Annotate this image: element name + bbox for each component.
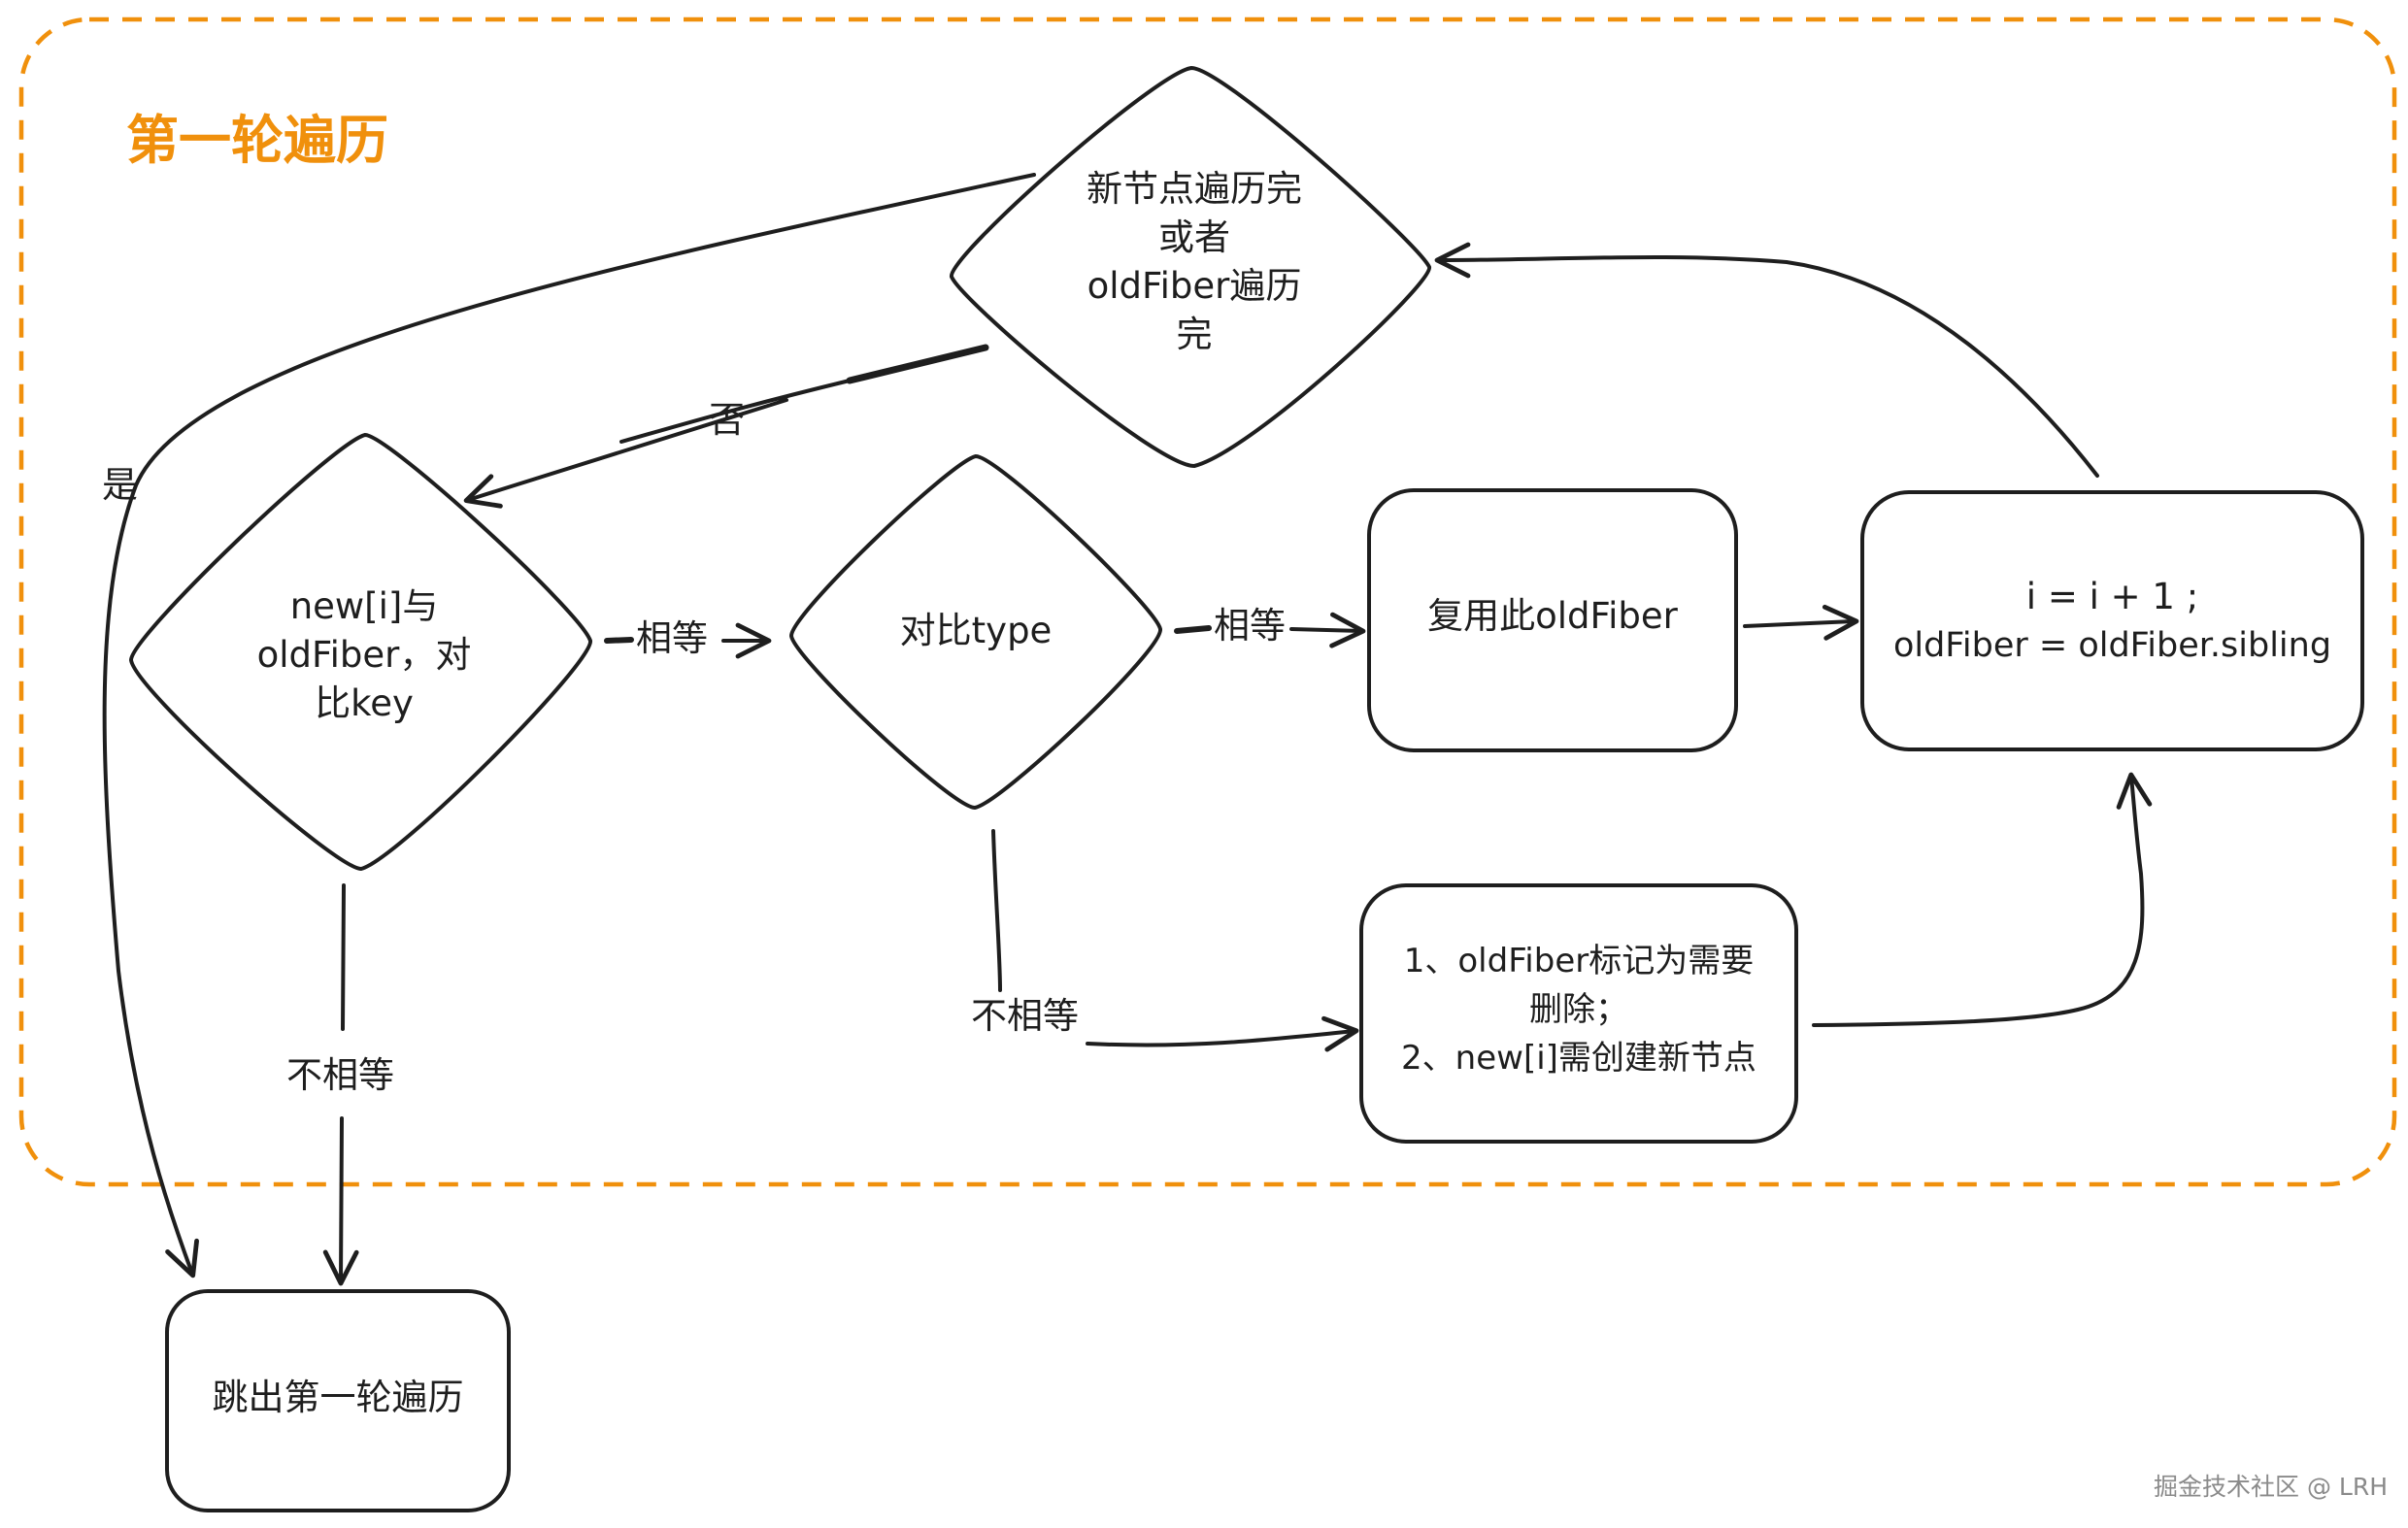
advance-text: i = i + 1 ; oldFiber = oldFiber.sibling bbox=[1864, 563, 2360, 680]
reuse-box bbox=[1367, 488, 1738, 752]
compare-type-diamond bbox=[789, 454, 1162, 810]
edge-type-equal-a bbox=[1174, 625, 1212, 634]
exit-label: 跳出第一轮遍历 bbox=[212, 1377, 464, 1418]
reuse-label: 复用此oldFiber bbox=[1427, 595, 1678, 637]
edge-label-no: 否 bbox=[709, 399, 745, 441]
edge-delete-advance bbox=[1812, 772, 2153, 1027]
loop-check-diamond bbox=[950, 66, 1431, 468]
reuse-text: 复用此oldFiber bbox=[1371, 582, 1734, 650]
edge-label-type-not-equal: 不相等 bbox=[971, 995, 1079, 1037]
first-loop-region bbox=[18, 17, 2397, 1187]
edge-no bbox=[468, 379, 852, 500]
advance-box bbox=[1860, 490, 2364, 751]
loop-check-line-2: 或者 bbox=[1158, 216, 1230, 258]
edge-reuse-advance bbox=[1743, 604, 1859, 641]
edge-type-not-equal-b bbox=[1086, 1015, 1359, 1052]
loop-check-line-3: oldFiber遍历 bbox=[1087, 265, 1302, 307]
delete-create-line-3: 2、new[i]需创建新节点 bbox=[1401, 1039, 1756, 1078]
delete-create-line-2: 删除； bbox=[1528, 990, 1628, 1029]
loop-check-line-1: 新节点遍历完 bbox=[1087, 168, 1302, 210]
advance-line-1: i = i + 1 ; bbox=[2025, 576, 2199, 617]
edge-no-thick bbox=[846, 344, 989, 384]
compare-key-text: new[i]与 oldFiber，对 比key bbox=[214, 573, 515, 738]
edge-label-yes: 是 bbox=[102, 464, 138, 506]
edge-key-not-equal-b bbox=[322, 1116, 359, 1286]
compare-type-label: 对比type bbox=[899, 610, 1053, 651]
region-title: 第一轮遍历 bbox=[126, 110, 388, 171]
edge-key-not-equal-a bbox=[341, 883, 346, 1031]
delete-create-text: 1、oldFiber标记为需要 删除； 2、new[i]需创建新节点 bbox=[1363, 932, 1794, 1087]
advance-line-2: oldFiber = oldFiber.sibling bbox=[1892, 626, 2332, 665]
compare-type-text: 对比type bbox=[854, 602, 1097, 660]
edge-advance-loopback bbox=[1434, 242, 2099, 478]
loop-check-line-4: 完 bbox=[1176, 314, 1213, 355]
edge-yes bbox=[102, 173, 1036, 1279]
compare-key-diamond bbox=[129, 433, 592, 871]
edge-type-not-equal-a bbox=[991, 829, 1002, 992]
delete-create-line-1: 1、oldFiber标记为需要 bbox=[1403, 942, 1755, 980]
loop-check-text: 新节点遍历完 或者 oldFiber遍历 完 bbox=[1000, 160, 1388, 364]
edge-type-equal-b bbox=[1289, 612, 1366, 648]
compare-key-line-2: oldFiber，对 bbox=[256, 634, 472, 676]
compare-key-line-3: 比key bbox=[315, 682, 414, 724]
exit-box bbox=[165, 1289, 511, 1512]
watermark: 掘金技术社区 @ LRH bbox=[2154, 1473, 2388, 1501]
edge-label-key-not-equal: 不相等 bbox=[286, 1054, 394, 1096]
delete-create-box bbox=[1359, 883, 1798, 1144]
compare-key-line-1: new[i]与 bbox=[289, 585, 439, 627]
edge-label-type-equal: 相等 bbox=[1214, 605, 1286, 647]
edge-label-key-equal: 相等 bbox=[636, 617, 708, 659]
exit-text: 跳出第一轮遍历 bbox=[169, 1364, 507, 1432]
edge-key-equal-a bbox=[604, 637, 634, 644]
